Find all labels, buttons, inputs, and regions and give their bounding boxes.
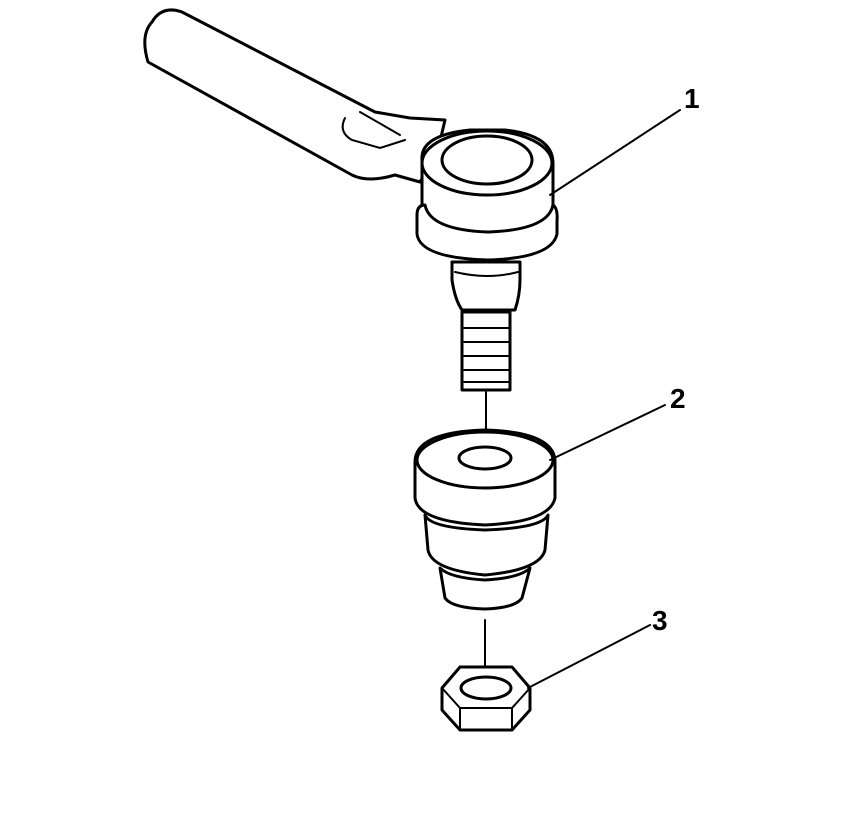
- threaded-stud: [460, 310, 512, 392]
- socket-top-cap: [440, 134, 534, 186]
- leader-line-3: [527, 624, 651, 689]
- bushing-lower-body: [423, 513, 550, 577]
- tie-rod-arm: [143, 8, 447, 184]
- stud-neck: [450, 260, 522, 312]
- leader-line-1: [549, 109, 681, 196]
- nut-bore: [459, 675, 513, 701]
- socket-flange: [415, 203, 559, 262]
- tie-rod-end: [143, 8, 559, 392]
- callout-3-label: 3: [652, 605, 668, 636]
- bushing-bottom-step: [438, 566, 532, 611]
- callout-2-label: 2: [670, 383, 686, 414]
- adapter-bushing: [413, 428, 557, 611]
- callout-1-label: 1: [684, 83, 700, 114]
- bushing-bore: [457, 445, 513, 471]
- hex-nut: [440, 665, 532, 732]
- leader-line-2: [549, 404, 666, 461]
